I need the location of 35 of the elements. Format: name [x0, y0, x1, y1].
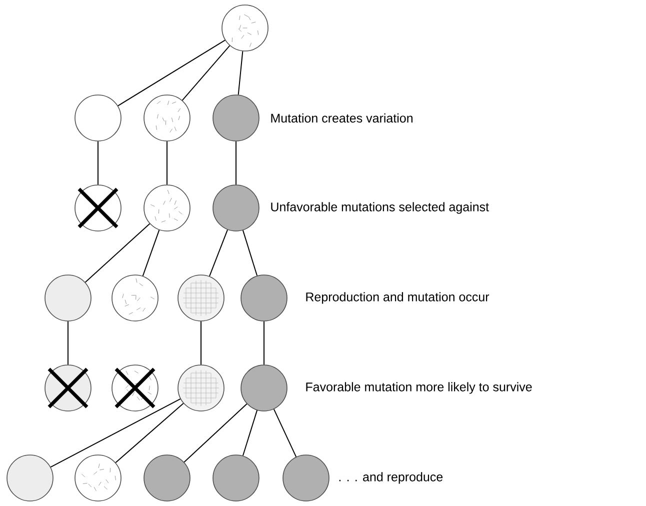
circle — [112, 274, 158, 322]
branch-line — [242, 230, 258, 276]
branch-line — [117, 40, 226, 106]
branch-line — [200, 320, 202, 366]
circle — [178, 274, 224, 322]
branch-line — [84, 223, 150, 283]
branch-line — [182, 45, 230, 101]
branch-line — [115, 402, 184, 464]
branch-line — [142, 230, 160, 276]
circle — [6, 454, 54, 502]
circle — [44, 274, 92, 322]
circle — [240, 364, 288, 412]
branch-line — [208, 229, 228, 277]
branch-line — [184, 403, 248, 463]
circle — [212, 454, 260, 502]
circle — [240, 274, 288, 322]
branch-line — [166, 140, 168, 186]
row-label: Reproduction and mutation occur — [306, 292, 490, 304]
row-label: Favorable mutation more likely to survive — [306, 382, 532, 394]
circle — [74, 454, 122, 502]
circle — [222, 4, 268, 52]
row-label: Mutation creates variation — [271, 113, 412, 123]
branch-line — [273, 408, 297, 458]
circle — [74, 94, 122, 142]
circle — [212, 184, 260, 232]
circle — [144, 184, 190, 232]
branch-line — [238, 50, 244, 96]
circle — [178, 364, 224, 412]
branch-line — [242, 410, 258, 456]
circle — [282, 454, 330, 502]
circle — [144, 454, 190, 502]
branch-line — [50, 398, 181, 468]
circle — [212, 94, 260, 142]
circle — [144, 94, 190, 142]
row-label: Unfavorable mutations selected against — [271, 202, 489, 214]
